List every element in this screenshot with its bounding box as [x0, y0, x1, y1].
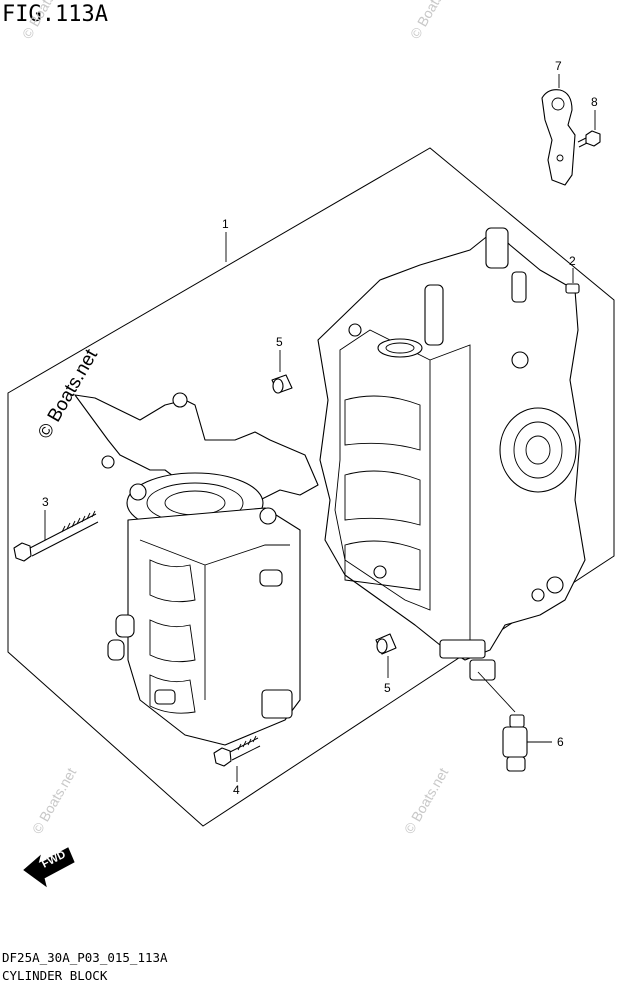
- callout-7: 7: [555, 59, 562, 73]
- watermark-faint: © Boats.net: [29, 765, 80, 837]
- watermark-main: © Boats.net: [34, 345, 102, 442]
- part-4-bolt: [213, 735, 261, 782]
- callout-2: 2: [569, 254, 576, 268]
- cylinder-block-left-half: [74, 392, 319, 746]
- footer-figure-code: DF25A_30A_P03_015_113A: [2, 950, 168, 965]
- part-7-bracket: [541, 74, 576, 186]
- part-6-fitting: [477, 671, 552, 772]
- fwd-arrow-icon: FWD: [23, 847, 75, 888]
- callout-5-lower: 5: [384, 681, 391, 695]
- callout-4: 4: [233, 783, 240, 797]
- watermark-faint: © Boats.net: [19, 0, 70, 42]
- part-3-bolt: [13, 510, 99, 562]
- callout-6: 6: [557, 735, 564, 749]
- part-5-dowel-pin-lower: [375, 633, 397, 678]
- watermark-faint: © Boats.net: [407, 0, 458, 42]
- footer-figure-name: CYLINDER BLOCK: [2, 968, 108, 983]
- part-2-plug: [565, 268, 580, 294]
- callout-3: 3: [42, 495, 49, 509]
- watermark-faint: © Boats.net: [401, 765, 452, 837]
- cylinder-block-right-half: [317, 227, 586, 681]
- callout-1: 1: [222, 217, 229, 231]
- part-5-dowel-pin-upper: [271, 350, 293, 394]
- callout-5-upper: 5: [276, 335, 283, 349]
- callout-8: 8: [591, 95, 598, 109]
- figure-title: FIG.113A: [2, 2, 108, 27]
- assembly-outline-box: [7, 147, 615, 827]
- part-8-bolt: [577, 110, 601, 148]
